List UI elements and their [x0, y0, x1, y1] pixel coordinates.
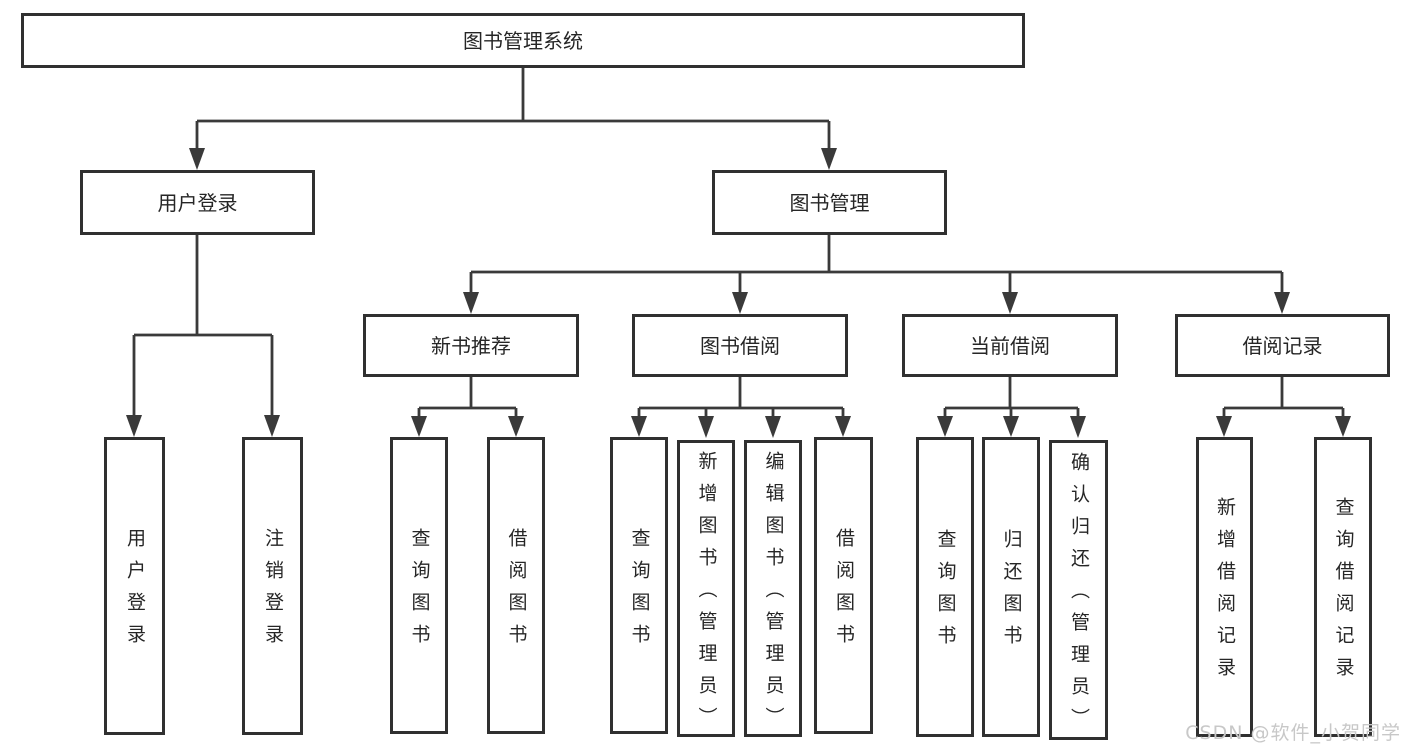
leaf-borrowing-query-books: 查询图书 [610, 437, 668, 734]
node-label: 用户登录 [124, 528, 146, 656]
node-label: 新书推荐 [431, 333, 511, 358]
leaf-user-login: 用户登录 [104, 437, 165, 735]
node-label: 查询图书 [408, 527, 431, 656]
node-user-login: 用户登录 [80, 170, 315, 235]
csdn-watermark: CSDN @软件_小贺同学 [1185, 722, 1401, 744]
node-new-book-recommend: 新书推荐 [363, 314, 579, 377]
node-label: 图书借阅 [700, 333, 780, 358]
node-label: 注销登录 [262, 528, 284, 656]
node-label: 新增借阅记录 [1214, 497, 1236, 689]
leaf-records-add-borrow-record: 新增借阅记录 [1196, 437, 1253, 737]
leaf-recommend-borrow-books: 借阅图书 [487, 437, 545, 734]
node-book-management: 图书管理 [712, 170, 947, 235]
node-label: 查询图书 [934, 529, 957, 657]
node-label: 查询借阅记录 [1332, 497, 1355, 689]
node-library-management-system: 图书管理系统 [21, 13, 1025, 68]
node-label: 借阅图书 [833, 527, 855, 656]
node-label: 归还图书 [1000, 529, 1023, 657]
node-label: 当前借阅 [970, 333, 1050, 358]
leaf-borrowing-edit-books-admin: 编辑图书（管理员） [744, 440, 802, 739]
node-book-borrowing: 图书借阅 [632, 314, 848, 377]
node-label: 借阅图书 [505, 527, 528, 656]
leaf-borrowing-add-books-admin: 新增图书（管理员） [677, 440, 735, 739]
leaf-recommend-query-books: 查询图书 [390, 437, 448, 734]
node-label: 图书管理 [789, 190, 870, 215]
node-label: 确认归还（管理员） [1068, 452, 1090, 740]
node-current-borrowing: 当前借阅 [902, 314, 1118, 377]
leaf-current-query-books: 查询图书 [916, 437, 974, 737]
leaf-borrowing-borrow-books: 借阅图书 [814, 437, 873, 734]
node-borrowing-records: 借阅记录 [1175, 314, 1390, 377]
node-label: 编辑图书（管理员） [762, 450, 785, 739]
node-label: 查询图书 [628, 527, 651, 656]
leaf-records-query-borrow-record: 查询借阅记录 [1314, 437, 1372, 737]
node-label: 图书管理系统 [463, 28, 583, 53]
node-label: 新增图书（管理员） [695, 450, 718, 739]
leaf-current-return-books: 归还图书 [982, 437, 1040, 737]
leaf-current-confirm-return-admin: 确认归还（管理员） [1049, 440, 1108, 740]
node-label: 借阅记录 [1242, 333, 1323, 358]
node-label: 用户登录 [157, 190, 238, 215]
leaf-logout-login: 注销登录 [242, 437, 303, 735]
arrowheads [126, 148, 1351, 438]
